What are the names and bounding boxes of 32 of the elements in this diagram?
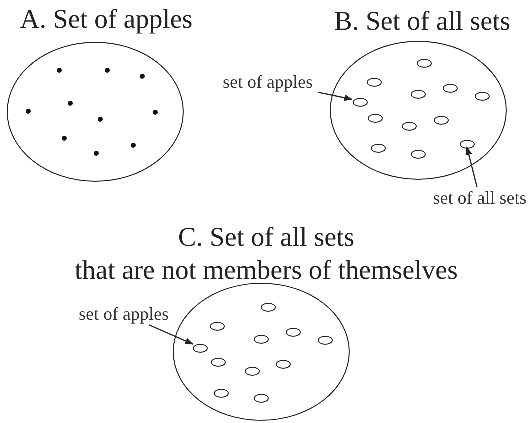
- member-ellipse: [318, 336, 332, 344]
- member-ellipse: [352, 98, 368, 106]
- member-ellipse: [244, 366, 260, 376]
- leader-label: set of all sets: [430, 187, 530, 209]
- set-heading: B. Set of all sets: [334, 5, 511, 38]
- member-ellipse: [402, 122, 416, 130]
- member-ellipse: [370, 144, 386, 152]
- member-ellipse: [214, 388, 228, 398]
- leader-arrow: [466, 146, 478, 188]
- member-ellipse: [260, 302, 276, 312]
- member-ellipse: [192, 344, 208, 352]
- set-heading: A. Set of apples: [20, 3, 193, 36]
- set-heading: C. Set of all sets: [178, 221, 355, 254]
- member-ellipse: [410, 150, 426, 158]
- member-ellipse: [210, 322, 224, 330]
- member-ellipse: [254, 334, 268, 344]
- member-ellipse: [434, 116, 448, 124]
- member-ellipse: [368, 114, 382, 122]
- leader-label: set of apples: [74, 303, 174, 325]
- set-heading: that are not members of themselves: [74, 254, 458, 287]
- member-ellipse: [286, 328, 300, 336]
- member-ellipse: [416, 58, 432, 68]
- member-ellipse: [276, 360, 290, 368]
- member-ellipse: [442, 84, 458, 92]
- member-ellipse: [210, 358, 226, 366]
- leader-arrow: [148, 324, 194, 345]
- member-ellipse: [410, 90, 426, 98]
- member-ellipse: [254, 394, 268, 402]
- leader-label: set of apples: [218, 71, 318, 93]
- member-ellipse: [460, 140, 474, 148]
- member-ellipse: [474, 92, 490, 100]
- member-ellipse: [366, 78, 382, 86]
